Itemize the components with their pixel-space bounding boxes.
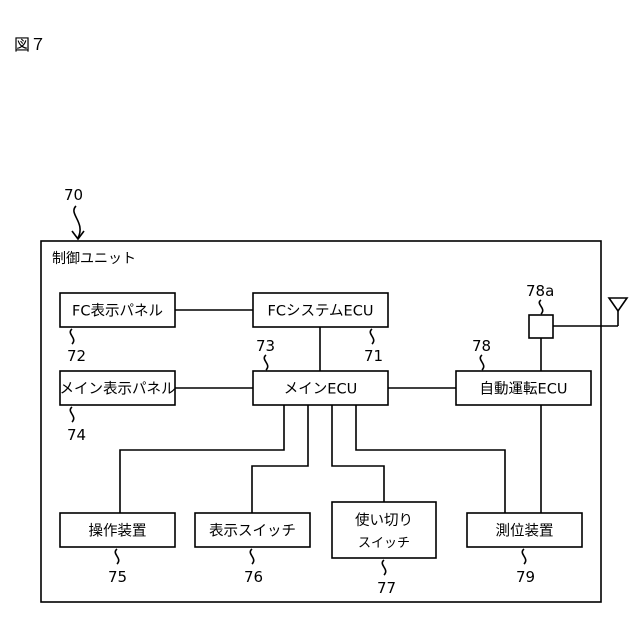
ref-75: 75 <box>108 568 127 586</box>
ref-78: 78 <box>472 337 491 355</box>
ref-76: 76 <box>244 568 263 586</box>
disposable-switch-label-line2: スイッチ <box>358 536 410 551</box>
ref-70: 70 <box>64 186 83 204</box>
fc-system-ecu-label: FCシステムECU <box>268 304 374 320</box>
control-unit-title: 制御ユニット <box>52 251 136 267</box>
ref-79: 79 <box>516 568 535 586</box>
fc-display-panel-label: FC表示パネル <box>72 303 163 320</box>
leader-70-arrowhead <box>72 231 84 239</box>
antenna-unit-box <box>529 315 553 338</box>
operation-device-label: 操作装置 <box>89 523 147 540</box>
autonomous-driving-ecu-label: 自動運転ECU <box>480 381 568 398</box>
disposable-switch-label-line1: 使い切り <box>355 512 413 529</box>
main-ecu-label: メインECU <box>284 382 357 398</box>
leader-70 <box>74 206 80 238</box>
ref-77: 77 <box>377 579 396 597</box>
display-switch-label: 表示スイッチ <box>209 523 296 540</box>
ref-74: 74 <box>67 426 86 444</box>
positioning-device-label: 測位装置 <box>496 523 554 540</box>
ref-72: 72 <box>67 347 86 365</box>
antenna-icon <box>609 298 627 311</box>
ref-78a: 78a <box>526 282 554 300</box>
ref-73: 73 <box>256 337 275 355</box>
ref-71: 71 <box>364 347 383 365</box>
figure-label: 図７ <box>14 35 46 54</box>
main-display-panel-label: メイン表示パネル <box>60 381 176 398</box>
